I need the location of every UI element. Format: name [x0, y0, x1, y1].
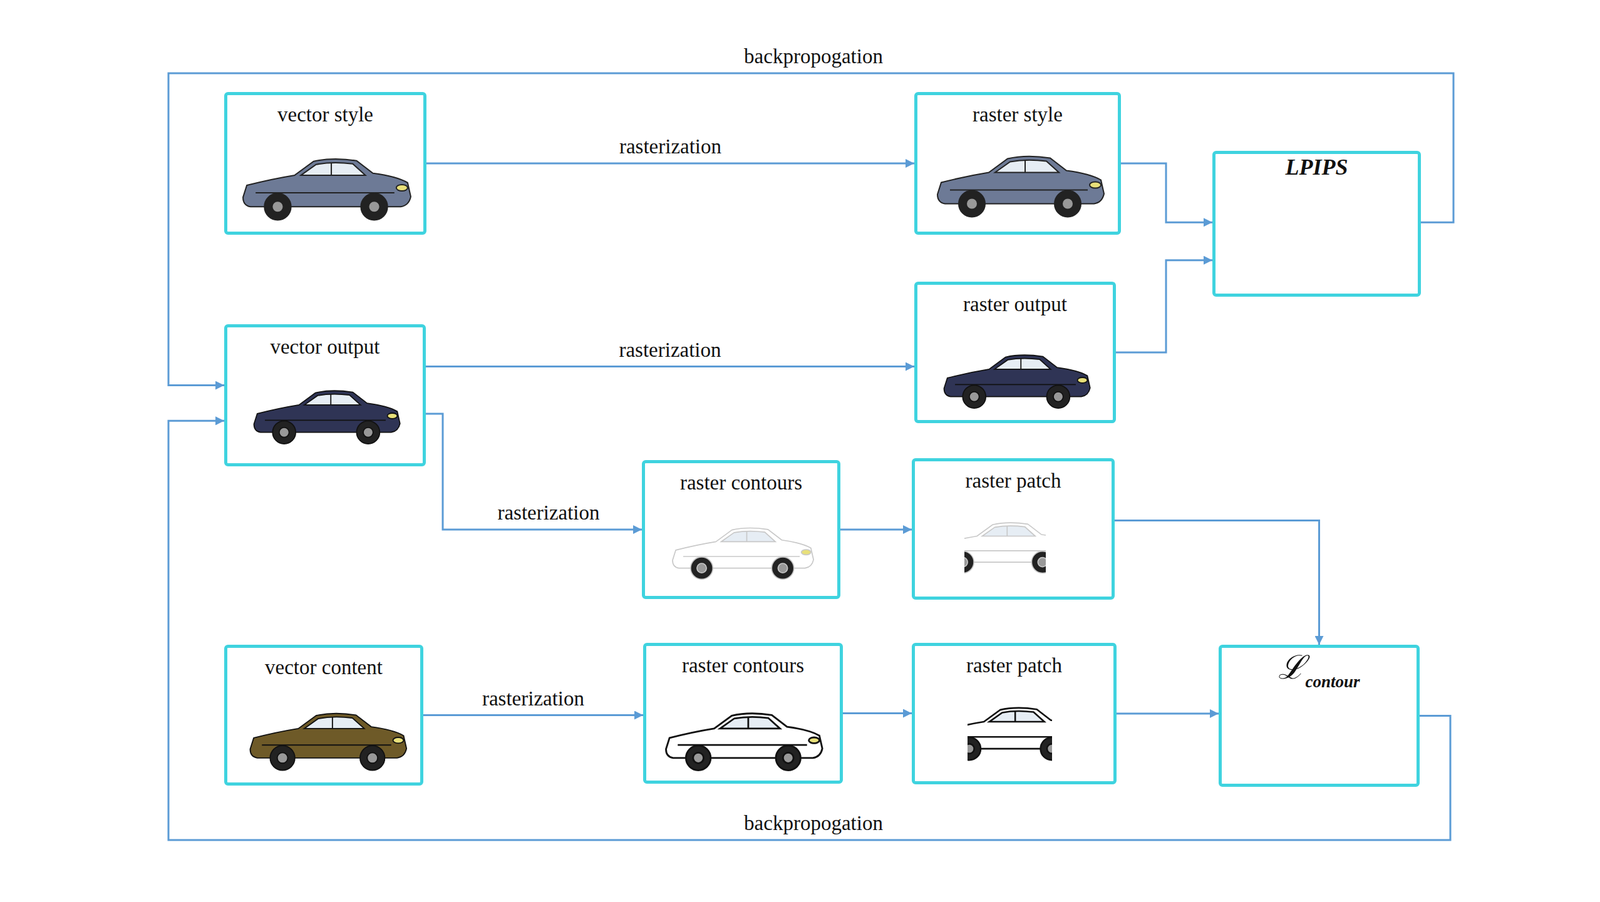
flow-arrow [425, 365, 915, 368]
edge-label: rasterization [616, 338, 724, 364]
flow-arrow [168, 420, 1451, 841]
process-box: raster patch [911, 458, 1115, 600]
flow-arrow [1114, 520, 1320, 646]
process-box: LPIPS [1212, 150, 1421, 297]
process-box: raster contours [643, 643, 843, 785]
car-illustration [250, 713, 408, 771]
edge-label: rasterization [616, 134, 724, 160]
patch-illustration [964, 522, 1046, 573]
car-illustration [254, 390, 401, 444]
flow-arrow [425, 413, 642, 530]
flow-arrow [1116, 713, 1219, 716]
process-box: vector content [224, 645, 424, 786]
flow-arrow [426, 162, 915, 165]
box-label: raster patch [966, 653, 1063, 679]
process-box: raster patch [911, 643, 1117, 785]
box-label: vector content [264, 655, 383, 681]
edge-label: backpropogation [741, 44, 886, 70]
box-label: raster style [972, 102, 1063, 128]
flow-arrow [423, 714, 644, 717]
flow-arrow [168, 73, 1454, 386]
flow-arrow [842, 712, 912, 715]
box-label: contour [1305, 671, 1360, 692]
edge-label: backpropogation [741, 811, 886, 837]
flow-arrow [1120, 163, 1213, 223]
process-box: ℒcontour [1218, 645, 1420, 788]
flow-arrow [840, 529, 912, 532]
contour-illustration [672, 528, 814, 580]
box-label: raster contours [680, 470, 803, 496]
process-box: raster contours [641, 460, 841, 600]
edge-label: rasterization [479, 686, 587, 713]
process-box: raster output [914, 281, 1116, 424]
box-label: raster output [963, 292, 1068, 318]
process-box: vector output [224, 324, 426, 467]
box-label: LPIPS [1285, 154, 1348, 181]
box-label: ℒ [1278, 648, 1306, 687]
car-illustration [944, 355, 1091, 409]
car-illustration [937, 156, 1105, 218]
process-box: raster style [914, 92, 1121, 235]
car-illustration [242, 159, 411, 220]
edge-label: rasterization [494, 500, 602, 527]
box-label: vector style [277, 102, 374, 128]
flow-arrow [1115, 260, 1213, 353]
patch-illustration [967, 708, 1053, 761]
box-label: raster contours [681, 653, 805, 679]
contour-illustration [666, 713, 823, 771]
box-label: vector output [269, 335, 380, 361]
process-box: vector style [224, 92, 427, 235]
box-label: raster patch [965, 469, 1062, 495]
